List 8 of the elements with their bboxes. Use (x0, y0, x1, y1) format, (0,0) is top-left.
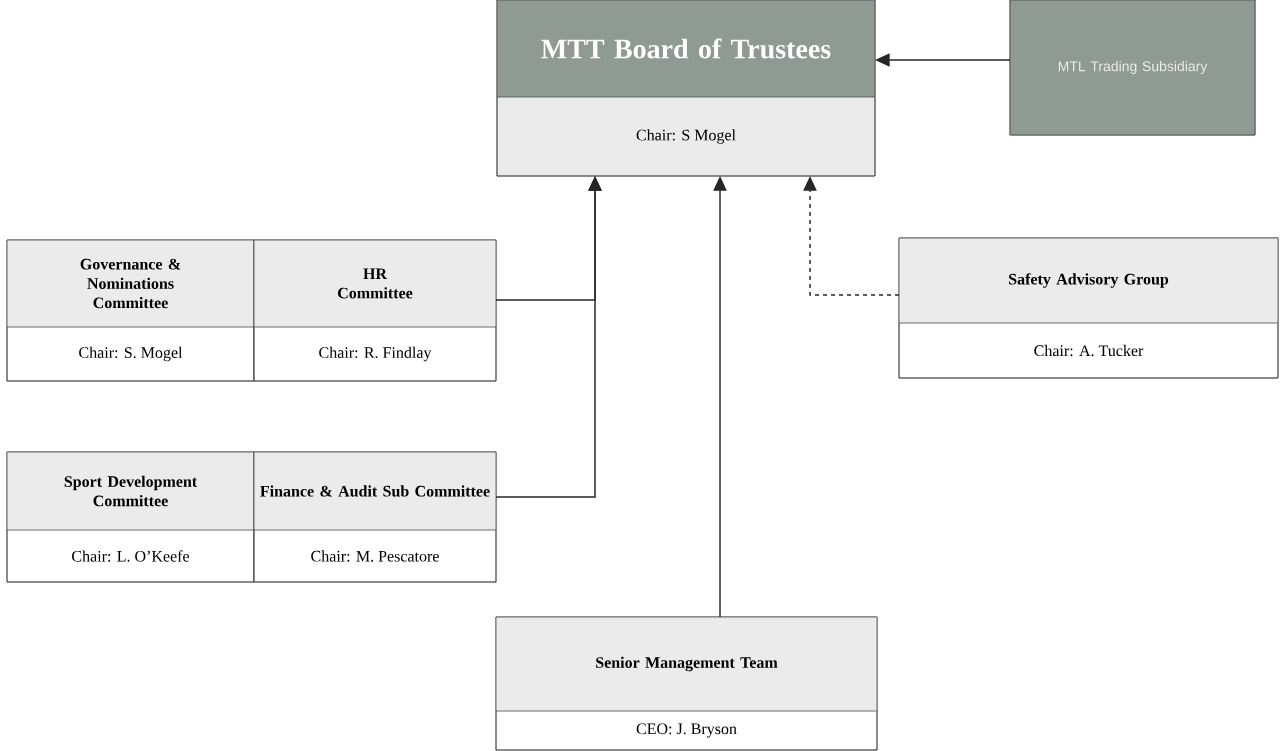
committee-box: Sport Development Committee Chair: L. O’Keefe (6, 451, 255, 583)
committee-box: Safety Advisory Group Chair: A. Tucker (898, 237, 1279, 379)
committee-box: Senior Management Team CEO: J. Bryson (495, 616, 878, 751)
board-box: MTT Board of Trustees Chair: S Mogel (496, 0, 876, 177)
subsidiary-box: MTL Trading Subsidiary (1009, 0, 1256, 136)
committee-box: HR Committee Chair: R. Findlay (253, 239, 497, 382)
committee-box: Governance & Nominations Committee Chair: S. Mogel (6, 239, 255, 382)
committee-box: Finance & Audit Sub Committee Chair: M. Pescatore (253, 451, 497, 583)
